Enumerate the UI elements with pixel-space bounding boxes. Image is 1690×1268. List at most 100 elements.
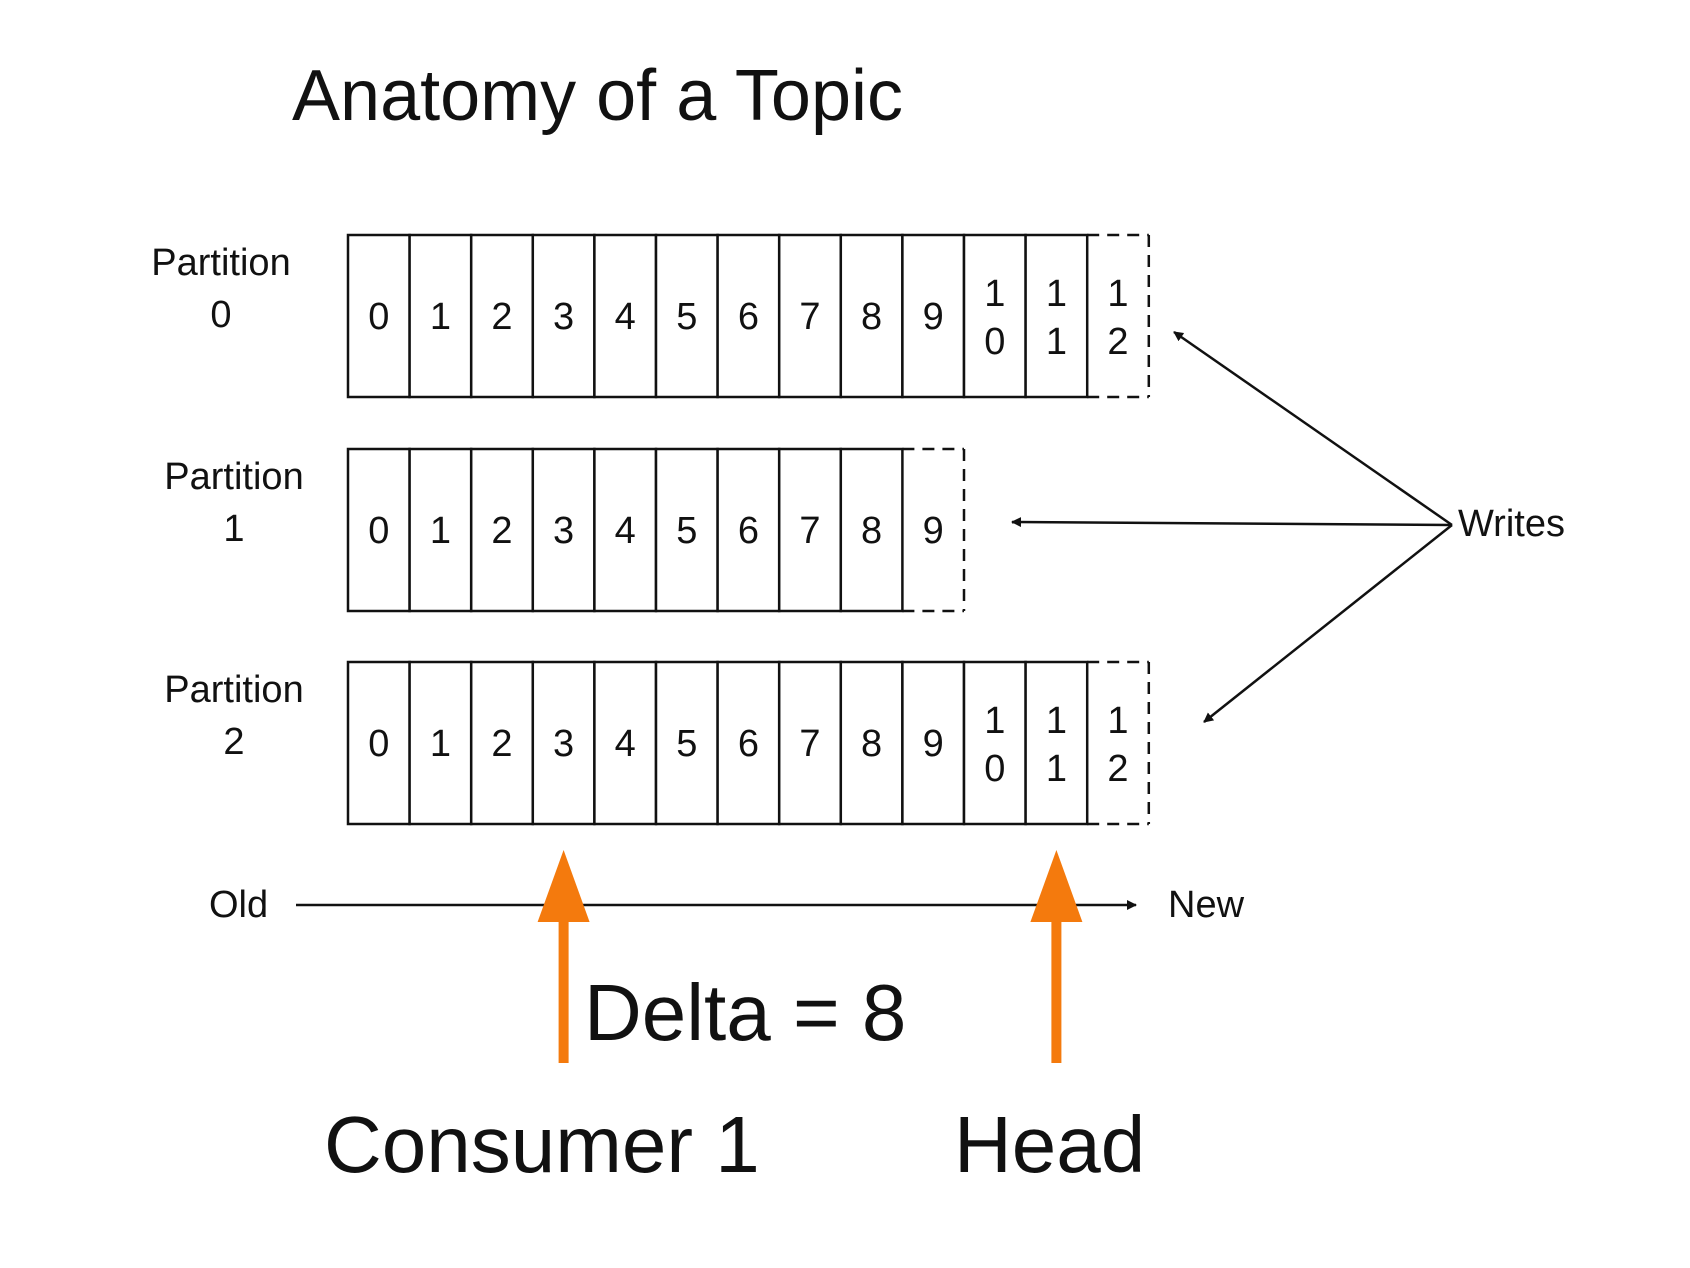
offset-cell: 11 (1024, 660, 1089, 826)
offset-cell: 10 (962, 233, 1027, 399)
offset-cell: 8 (839, 447, 904, 613)
offset-cell: 2 (469, 447, 535, 613)
offset-cell: 8 (839, 233, 904, 399)
offset-cell: 1 (408, 447, 473, 613)
consumer-1-label: Consumer 1 (324, 1100, 760, 1189)
offset-cell: 2 (469, 233, 535, 399)
offset-number: 8 (861, 296, 882, 338)
timeline-new-label: New (1168, 884, 1245, 926)
next-offset-cell: 9 (902, 447, 966, 613)
writes-arrow-partition-1 (1011, 517, 1453, 528)
offset-cell: 8 (839, 660, 904, 826)
offset-number: 4 (615, 510, 636, 552)
offset-number: 6 (738, 723, 759, 765)
offset-number: 2 (491, 723, 512, 765)
offset-number: 2 (491, 296, 512, 338)
offset-number: 7 (799, 296, 820, 338)
next-offset-cell: 12 (1087, 660, 1151, 826)
offset-digit: 1 (1046, 748, 1067, 790)
offset-digit: 1 (984, 700, 1005, 742)
offset-digit: 1 (1046, 321, 1067, 363)
offset-cell: 0 (346, 447, 411, 613)
offset-digit: 1 (984, 273, 1005, 315)
offset-digit: 1 (1107, 273, 1128, 315)
partition-number: 1 (223, 508, 244, 550)
offset-markers: Delta = 8 Consumer 1 Head (324, 850, 1145, 1189)
partition-label: Partition (164, 669, 303, 711)
offset-cell: 6 (716, 447, 781, 613)
offset-number: 5 (676, 723, 697, 765)
offset-number: 8 (861, 510, 882, 552)
head-marker (1030, 850, 1083, 1063)
writes-arrow-partition-2 (1203, 524, 1453, 723)
offset-number: 2 (491, 510, 512, 552)
timeline: Old New (209, 884, 1245, 926)
offset-cell: 4 (593, 447, 658, 613)
offset-digit: 2 (1107, 321, 1128, 363)
partition-number: 0 (210, 294, 231, 336)
offset-cell: 4 (593, 660, 658, 826)
partition-label: Partition (164, 456, 303, 498)
timeline-old-label: Old (209, 884, 268, 926)
offset-cell: 4 (593, 233, 658, 399)
next-offset-cell: 12 (1087, 233, 1151, 399)
offset-cell: 5 (654, 233, 719, 399)
offset-digit: 1 (1046, 700, 1067, 742)
offset-number: 0 (368, 296, 389, 338)
offset-cell: 6 (716, 660, 781, 826)
offset-cell: 7 (777, 447, 843, 613)
offset-number: 5 (676, 296, 697, 338)
offset-cell: 1 (408, 233, 473, 399)
offset-digit: 1 (1107, 700, 1128, 742)
offset-number: 1 (430, 510, 451, 552)
offset-number: 9 (923, 296, 944, 338)
offset-cell: 0 (346, 660, 411, 826)
offset-cell: 9 (901, 660, 966, 826)
offset-number: 1 (430, 723, 451, 765)
offset-cell: 10 (962, 660, 1027, 826)
offset-cell: 1 (408, 660, 473, 826)
offset-number: 1 (430, 296, 451, 338)
offset-number: 7 (799, 510, 820, 552)
offset-number: 4 (615, 723, 636, 765)
offset-number: 8 (861, 723, 882, 765)
partition-number: 2 (223, 721, 244, 763)
offset-number: 9 (923, 723, 944, 765)
writes-arrow-partition-0 (1173, 330, 1453, 527)
offset-digit: 1 (1046, 273, 1067, 315)
head-label: Head (954, 1100, 1145, 1189)
offset-number: 0 (368, 510, 389, 552)
offset-digit: 2 (1107, 748, 1128, 790)
partition-label: Partition (151, 242, 290, 284)
offset-cell: 5 (654, 447, 719, 613)
offset-number: 6 (738, 510, 759, 552)
offset-cell: 3 (531, 660, 596, 826)
offset-cell: 9 (901, 233, 966, 399)
offset-number: 3 (553, 510, 574, 552)
offset-cell: 3 (531, 447, 596, 613)
offset-cell: 0 (346, 233, 411, 399)
offset-cell: 6 (716, 233, 781, 399)
marker-arrowhead (1030, 850, 1083, 922)
offset-cell: 11 (1024, 233, 1089, 399)
offset-cell: 3 (531, 233, 596, 399)
offset-number: 4 (615, 296, 636, 338)
offset-number: 6 (738, 296, 759, 338)
offset-cell: 7 (777, 660, 843, 826)
writes-arrows (1011, 330, 1453, 723)
offset-cell: 2 (469, 660, 535, 826)
offset-number: 0 (368, 723, 389, 765)
writes-label: Writes (1458, 503, 1565, 545)
offset-number: 5 (676, 510, 697, 552)
offset-number: 7 (799, 723, 820, 765)
diagram-title: Anatomy of a Topic (292, 56, 903, 136)
offset-number: 9 (923, 510, 944, 552)
offset-number: 3 (553, 296, 574, 338)
delta-label: Delta = 8 (584, 968, 906, 1057)
offset-digit: 0 (984, 748, 1005, 790)
